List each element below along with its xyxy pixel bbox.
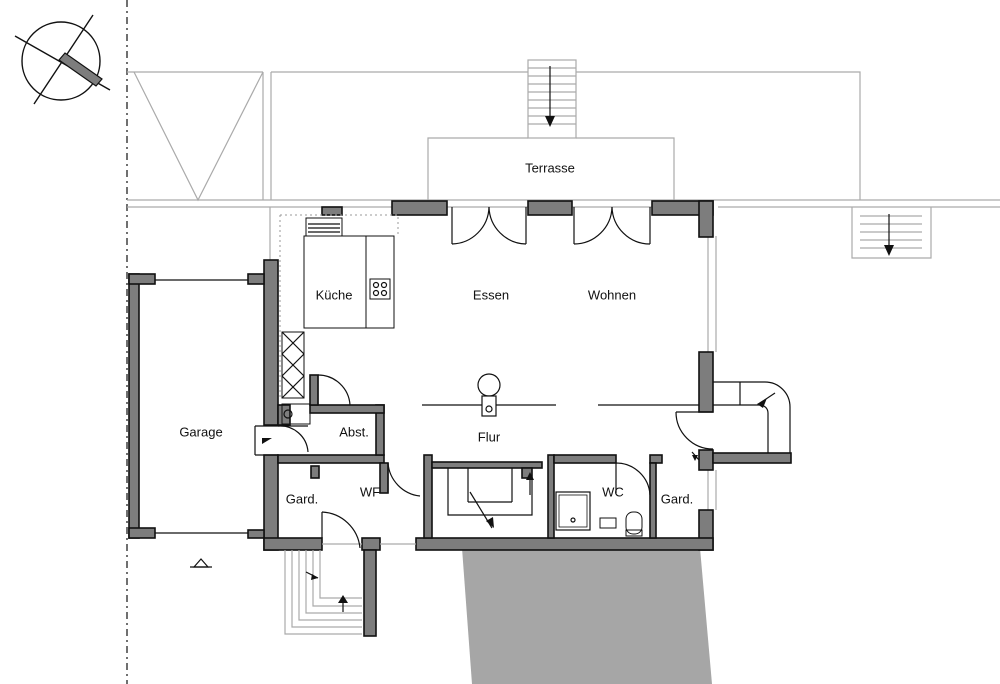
basement-stairs	[447, 468, 534, 529]
terrace-doors	[451, 206, 651, 245]
entrance-marker-icon	[190, 558, 212, 568]
south-stairs	[284, 549, 377, 637]
kitchen-fittings	[279, 214, 399, 425]
room-label-kueche: Küche	[316, 287, 353, 302]
room-label-gard-right: Gard.	[661, 491, 694, 506]
garden-stairs	[851, 207, 932, 259]
stair-arrow-icon	[545, 116, 555, 127]
wf-door	[321, 462, 421, 549]
terrace-stairs	[527, 59, 577, 139]
walls-south	[263, 537, 714, 551]
room-label-essen: Essen	[473, 287, 509, 302]
garage	[128, 273, 248, 539]
room-label-wf: WF	[360, 484, 380, 499]
walls-north	[321, 200, 714, 238]
stove-icon	[369, 278, 391, 300]
garage-door	[254, 425, 309, 456]
site-context	[127, 71, 1000, 208]
room-label-wohnen: Wohnen	[588, 287, 636, 302]
room-label-terrasse: Terrasse	[525, 160, 575, 175]
entrance	[675, 381, 791, 461]
wc-fittings	[555, 462, 651, 537]
room-label-garage: Garage	[179, 424, 222, 439]
room-label-wc: WC	[602, 484, 624, 499]
room-label-flur: Flur	[478, 429, 501, 444]
room-label-gard-left: Gard.	[286, 491, 319, 506]
stair-arrow-icon	[884, 245, 894, 256]
walls-west	[247, 259, 279, 551]
fireplace	[477, 373, 501, 417]
room-label-abst: Abst.	[339, 424, 369, 439]
stair-arrow-icon	[338, 595, 348, 603]
north-arrow-icon	[14, 14, 111, 105]
house-outline	[269, 206, 717, 510]
abst-door	[317, 374, 351, 406]
driveway	[462, 548, 712, 684]
